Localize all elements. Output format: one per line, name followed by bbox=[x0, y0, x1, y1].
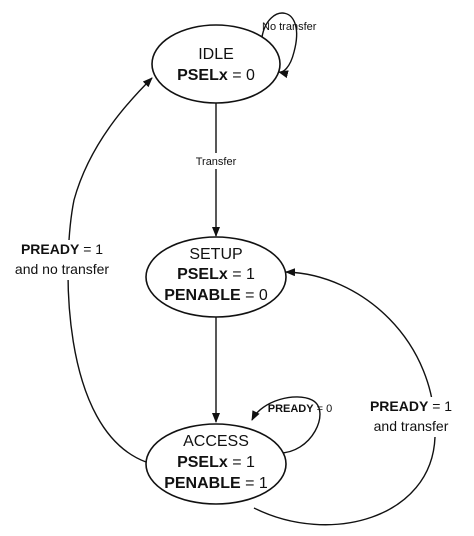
state-access-line-2: PENABLE = 1 bbox=[164, 475, 268, 492]
label-pready-1-setup-background bbox=[356, 397, 468, 437]
state-setup-shape bbox=[145, 236, 287, 318]
state-idle-line-1: PSELx = 0 bbox=[177, 67, 255, 84]
state-setup-line-1-value: = 1 bbox=[232, 266, 255, 283]
label-pready-1-idle-background bbox=[2, 240, 120, 280]
label-pready-1-setup-value: = 1 bbox=[432, 398, 452, 414]
state-setup-line-2: PENABLE = 0 bbox=[164, 287, 268, 304]
state-setup-line-1: PSELx = 1 bbox=[177, 266, 255, 283]
state-access-line-2-signal: PENABLE bbox=[164, 475, 241, 492]
state-setup-line-1-signal: PSELx bbox=[177, 266, 228, 283]
label-no-transfer: No transfer bbox=[262, 21, 317, 33]
state-access-line-1: PSELx = 1 bbox=[177, 454, 255, 471]
edge-access-to-idle bbox=[67, 77, 153, 463]
state-access: ACCESS PSELx = 1 PENABLE = 1 bbox=[145, 423, 287, 505]
state-idle-line-1-value: = 0 bbox=[232, 67, 255, 84]
label-pready-0-value: = 0 bbox=[317, 403, 333, 415]
label-transfer: Transfer bbox=[196, 156, 237, 168]
label-pready-1-idle-value: = 1 bbox=[83, 241, 103, 257]
state-access-name: ACCESS bbox=[183, 433, 249, 450]
label-pready-1-setup-signal: PREADY bbox=[370, 398, 429, 414]
label-pready-0: PREADY = 0 bbox=[268, 403, 333, 415]
label-pready-1-idle-line-2: and no transfer bbox=[15, 261, 110, 277]
state-access-line-1-signal: PSELx bbox=[177, 454, 228, 471]
label-pready-1-setup-line-2: and transfer bbox=[374, 418, 449, 434]
state-access-shape bbox=[145, 423, 287, 505]
state-idle-name: IDLE bbox=[198, 46, 234, 63]
state-setup-line-2-value: = 0 bbox=[245, 287, 268, 304]
state-idle: IDLE PSELx = 0 bbox=[151, 24, 281, 104]
label-pready-1-idle-line-1: PREADY = 1 bbox=[21, 241, 103, 257]
state-setup: SETUP PSELx = 1 PENABLE = 0 bbox=[145, 236, 287, 318]
edge-idle-self-loop bbox=[261, 12, 298, 79]
edge-access-self-loop bbox=[251, 396, 321, 454]
label-pready-0-signal: PREADY bbox=[268, 403, 315, 415]
label-pready-1-setup-line-1: PREADY = 1 bbox=[370, 398, 452, 414]
label-pready-1-idle-signal: PREADY bbox=[21, 241, 80, 257]
state-setup-line-2-signal: PENABLE bbox=[164, 287, 241, 304]
state-setup-name: SETUP bbox=[189, 246, 242, 263]
state-access-line-2-value: = 1 bbox=[245, 475, 268, 492]
state-access-line-1-value: = 1 bbox=[232, 454, 255, 471]
label-transfer-background bbox=[192, 153, 240, 169]
state-idle-shape bbox=[151, 24, 281, 104]
state-idle-line-1-signal: PSELx bbox=[177, 67, 228, 84]
